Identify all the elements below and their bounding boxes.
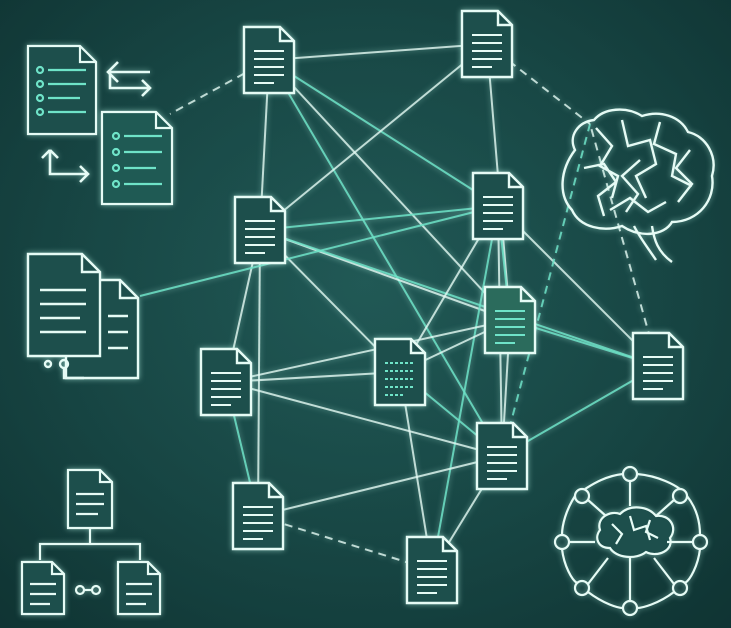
graph-edge: [225, 319, 511, 383]
brain-icon: [561, 108, 715, 263]
graph-edge: [268, 59, 511, 321]
document-icon: [475, 421, 529, 491]
graph-edge: [259, 229, 659, 367]
graph-edge: [259, 205, 499, 231]
graph-edge: [268, 43, 488, 61]
checklist-document-icon: [26, 44, 98, 136]
document-stack-icon: [26, 252, 140, 380]
graph-edge: [431, 205, 499, 571]
document-icon: [483, 285, 537, 355]
document-icon: [373, 337, 427, 407]
graph-edge: [257, 229, 261, 517]
graph-edge: [501, 123, 591, 457]
graph-edge: [225, 371, 401, 383]
graph-edge: [225, 381, 503, 457]
document-icon: [471, 171, 525, 241]
graph-edge: [268, 59, 503, 457]
document-icon: [405, 535, 459, 605]
graph-edge: [257, 515, 433, 571]
graph-edge: [139, 205, 499, 297]
graph-edge: [268, 59, 499, 207]
brain-network-icon: [553, 465, 709, 617]
document-icon: [231, 481, 285, 551]
graph-edge: [497, 205, 659, 367]
document-icon: [631, 331, 685, 401]
document-icon: [242, 25, 296, 95]
graph-edge: [257, 455, 503, 517]
document-icon: [233, 195, 287, 265]
graph-nodes: [199, 9, 685, 605]
checklist-document-icon: [100, 110, 174, 206]
graph-edge: [259, 43, 488, 231]
document-icon: [199, 347, 253, 417]
document-icon: [460, 9, 514, 79]
bidirectional-arrows-icon: [41, 61, 152, 183]
document-swap-group: [26, 44, 174, 206]
document-hierarchy-icon: [20, 468, 162, 616]
